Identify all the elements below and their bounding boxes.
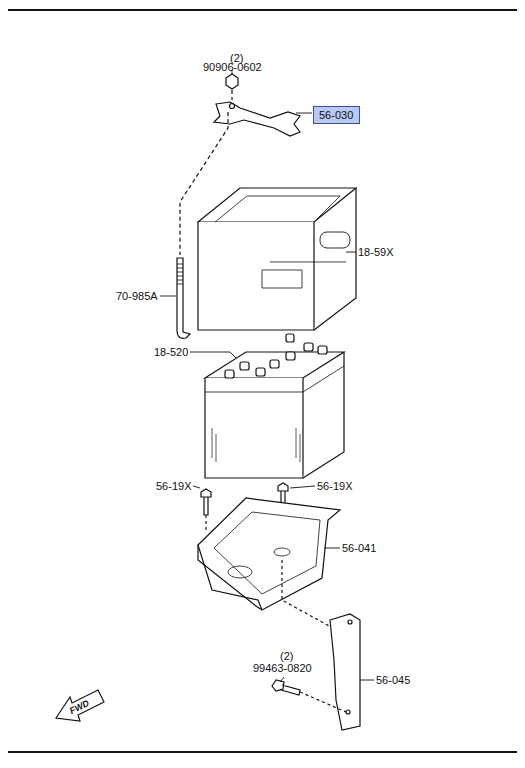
part-number: 18-520 [154, 346, 188, 358]
part-number: 56-030 [319, 109, 353, 121]
callout-highlight: 56-030 [313, 106, 360, 124]
part-number: 56-19X [317, 480, 352, 492]
part-number: 70-985A [116, 290, 158, 302]
quantity: (2) [280, 650, 293, 662]
part-number: 56-045 [376, 674, 410, 686]
part-number: 18-59X [358, 246, 393, 258]
part-number: 56-041 [342, 542, 376, 554]
part-number: 56-19X [156, 480, 191, 492]
part-number: 90906-0602 [203, 61, 262, 73]
part-number: 99463-0820 [253, 662, 312, 674]
